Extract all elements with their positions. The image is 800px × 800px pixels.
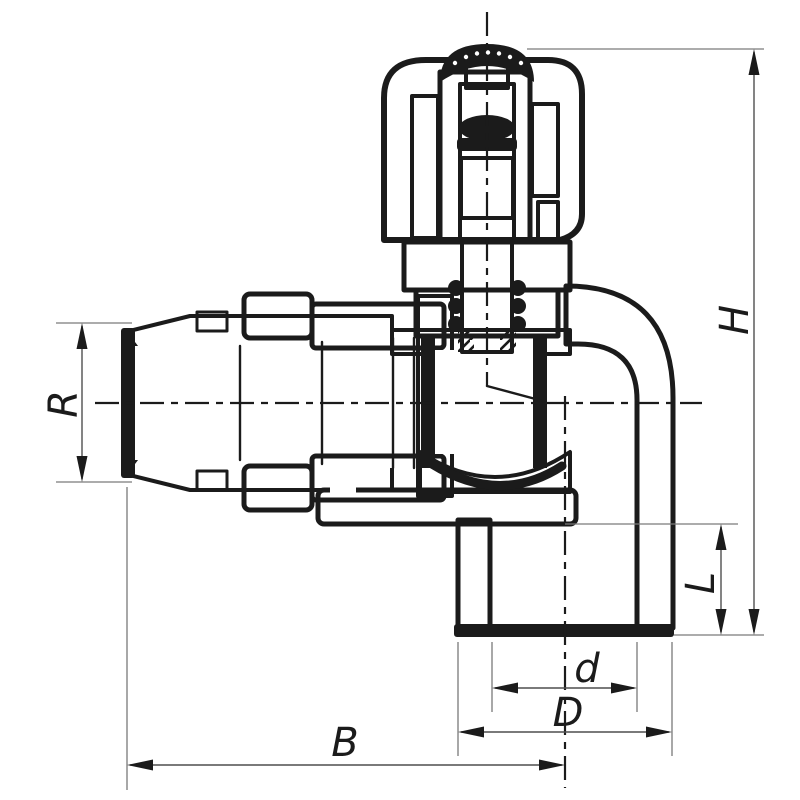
elbow-body xyxy=(563,283,676,631)
dim-label-r: R xyxy=(41,390,87,418)
seat-seal-ring xyxy=(427,459,567,490)
centerlines xyxy=(95,12,702,788)
valve-body xyxy=(390,294,572,498)
dim-label-d-small: d xyxy=(574,646,600,692)
handle-slot-left xyxy=(410,94,440,240)
dim-label-b: B xyxy=(331,720,358,766)
dimension-D: D xyxy=(457,642,673,756)
gland-left xyxy=(458,332,474,352)
dimension-H: H xyxy=(527,48,764,636)
elbow-outlet xyxy=(563,283,676,631)
handle-slot-right-upper xyxy=(530,102,560,198)
nut-body-top xyxy=(309,301,447,351)
dim-label-l: L xyxy=(678,572,724,594)
dim-label-d-big: D xyxy=(553,690,584,736)
stem-top-base xyxy=(457,138,517,151)
handle-slot-right-lower xyxy=(536,200,560,242)
socket xyxy=(315,487,674,637)
axis-jog-line xyxy=(485,384,545,403)
dimension-d: d xyxy=(491,642,638,712)
handle xyxy=(381,44,585,243)
nut-notch xyxy=(330,484,356,497)
thread-top-band xyxy=(123,314,394,350)
thread-notch-bottom xyxy=(195,469,229,492)
dimension-L: L xyxy=(565,523,738,635)
valve-seat xyxy=(418,450,572,494)
union-nut xyxy=(241,291,447,513)
handle-shell xyxy=(381,57,585,243)
cap-stipple xyxy=(452,50,524,66)
dimension-B: B xyxy=(126,487,565,790)
dimension-R: R xyxy=(41,322,132,483)
nut-body-bottom xyxy=(309,453,447,503)
stem-top-dome xyxy=(459,115,515,141)
stem-o-rings xyxy=(448,280,526,332)
socket-left-wall xyxy=(455,517,493,631)
gland-right xyxy=(500,332,516,352)
chamber-wall-right xyxy=(533,336,547,468)
dim-label-h: H xyxy=(712,305,758,335)
thread-notch-top xyxy=(195,310,229,333)
